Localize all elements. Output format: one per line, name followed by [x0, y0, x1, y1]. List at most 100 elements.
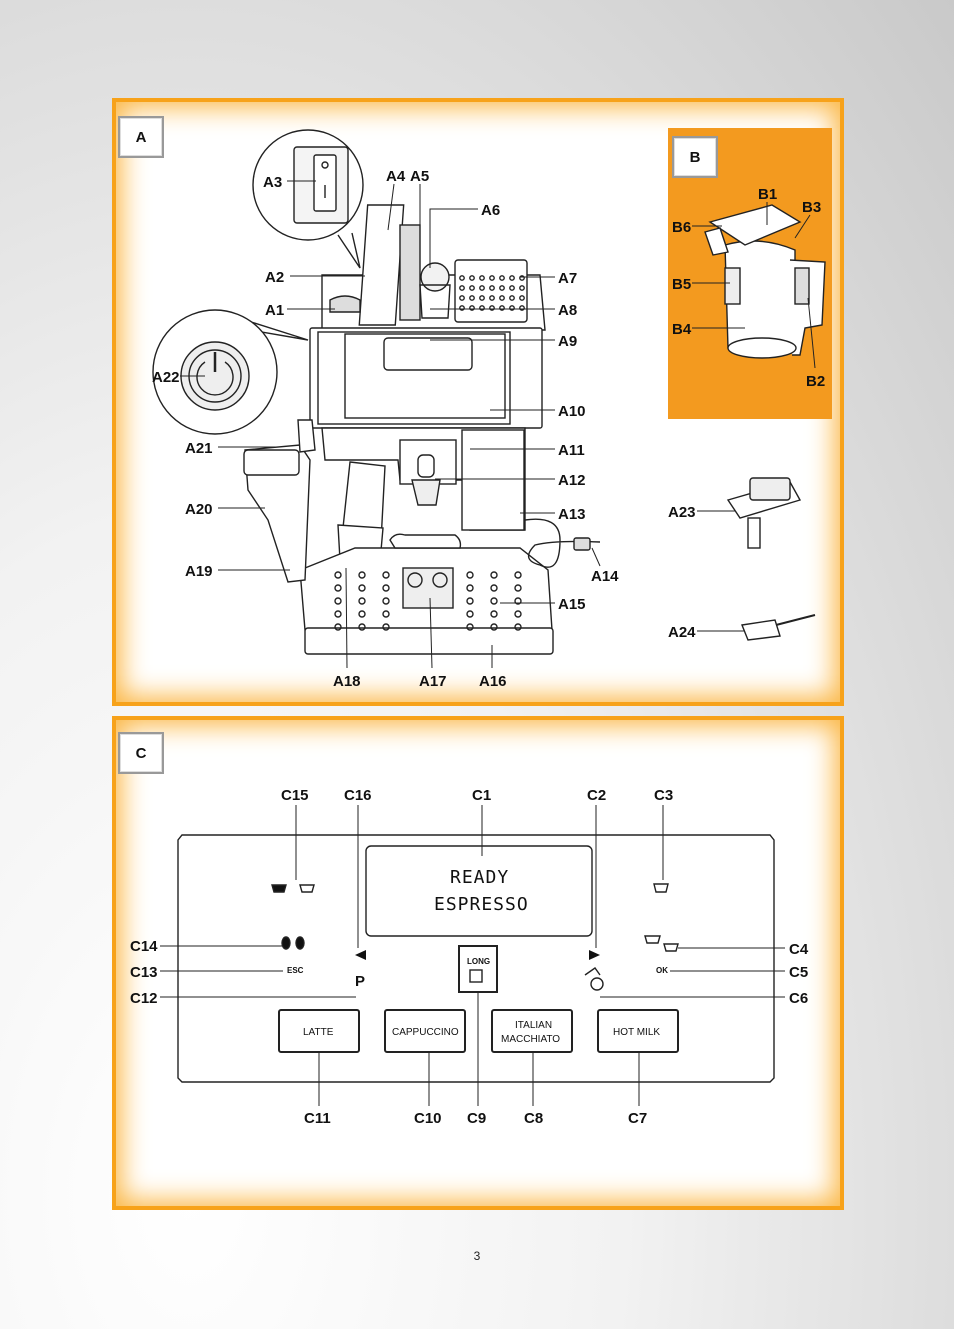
label-a21: A21 [185, 440, 213, 457]
grid-hole [382, 623, 390, 631]
label-c9: C9 [467, 1110, 486, 1127]
label-a14: A14 [591, 568, 619, 585]
grid-hole [490, 571, 498, 579]
grid-hole [499, 275, 505, 281]
label-a2: A2 [265, 269, 284, 286]
grid-hole [499, 295, 505, 301]
macchiato-label: MACCHIATO [501, 1034, 560, 1045]
grid-hole [382, 597, 390, 605]
label-a19: A19 [185, 563, 213, 580]
grid-hole [514, 610, 522, 618]
cappuccino-button-label: CAPPUCCINO [392, 1027, 459, 1038]
grid-hole [509, 275, 515, 281]
label-a5: A5 [410, 168, 429, 185]
latte-button-label: LATTE [303, 1027, 334, 1038]
grid-hole [466, 610, 474, 618]
grid-hole [358, 597, 366, 605]
grid-hole [358, 584, 366, 592]
label-a8: A8 [558, 302, 577, 319]
grid-hole [490, 610, 498, 618]
grid-hole [519, 285, 525, 291]
grid-hole [382, 610, 390, 618]
italian-label: ITALIAN [515, 1020, 552, 1031]
italian-macchiato-button[interactable] [491, 1009, 573, 1053]
grid-hole [514, 597, 522, 605]
esc-button-label[interactable]: ESC [287, 966, 304, 975]
display-line-2: ESPRESSO [434, 894, 529, 915]
mild-cup-icon [299, 884, 315, 893]
label-c6: C6 [789, 990, 808, 1007]
coffee-machine-illustration [152, 129, 816, 655]
label-c10: C10 [414, 1110, 442, 1127]
grid-hole [334, 597, 342, 605]
label-b4: B4 [672, 321, 692, 338]
grid-hole [489, 275, 495, 281]
grid-hole [466, 597, 474, 605]
grid-hole [469, 285, 475, 291]
grid-hole [466, 584, 474, 592]
grid-hole [334, 623, 342, 631]
grid-hole [519, 295, 525, 301]
label-a16: A16 [479, 673, 507, 690]
label-c7: C7 [628, 1110, 647, 1127]
grid-hole [509, 285, 515, 291]
label-c14: C14 [130, 938, 158, 955]
cup-warmer-grid [459, 275, 525, 311]
grid-hole [489, 285, 495, 291]
grid-hole [358, 623, 366, 631]
drip-tray-grid [334, 571, 522, 631]
grid-hole [499, 285, 505, 291]
label-c8: C8 [524, 1110, 543, 1127]
grid-hole [459, 295, 465, 301]
display-line-1: READY [450, 867, 509, 888]
figure-c-tag: C [118, 732, 164, 774]
long-button-label: LONG [467, 957, 490, 966]
control-panel-illustration [177, 834, 775, 1083]
long-button[interactable] [458, 945, 498, 993]
hot-milk-button[interactable] [597, 1009, 679, 1053]
right-arrow-icon[interactable] [589, 950, 600, 960]
grid-hole [334, 584, 342, 592]
grid-hole [358, 571, 366, 579]
label-a23: A23 [668, 504, 696, 521]
leader-lines [160, 180, 816, 1106]
label-a12: A12 [558, 472, 586, 489]
figure-a-tag: A [118, 116, 164, 158]
grid-hole [490, 584, 498, 592]
label-a1: A1 [265, 302, 284, 319]
grid-hole [499, 305, 505, 311]
label-a20: A20 [185, 501, 213, 518]
hot-milk-button-label: HOT MILK [613, 1027, 660, 1038]
grid-hole [466, 623, 474, 631]
label-c1: C1 [472, 787, 491, 804]
label-a18: A18 [333, 673, 361, 690]
label-c12: C12 [130, 990, 158, 1007]
ok-button-label[interactable]: OK [656, 966, 668, 975]
label-b6: B6 [672, 219, 691, 236]
label-c15: C15 [281, 787, 309, 804]
grid-hole [469, 295, 475, 301]
label-a11: A11 [558, 442, 585, 459]
label-b2: B2 [806, 373, 825, 390]
label-c2: C2 [587, 787, 606, 804]
label-a24: A24 [668, 624, 696, 641]
grid-hole [490, 597, 498, 605]
grid-hole [459, 305, 465, 311]
label-a6: A6 [481, 202, 500, 219]
grid-hole [489, 295, 495, 301]
left-arrow-icon[interactable] [355, 950, 366, 960]
grid-hole [514, 584, 522, 592]
grid-hole [479, 275, 485, 281]
grid-hole [509, 295, 515, 301]
cappuccino-button[interactable] [384, 1009, 466, 1053]
page-number: 3 [473, 1249, 481, 1263]
grid-hole [489, 305, 495, 311]
grid-hole [459, 285, 465, 291]
label-c11: C11 [304, 1110, 331, 1127]
label-c3: C3 [654, 787, 673, 804]
program-button-label[interactable]: P [355, 973, 365, 990]
grid-hole [479, 295, 485, 301]
one-cup-icon [271, 884, 287, 893]
label-a10: A10 [558, 403, 586, 420]
